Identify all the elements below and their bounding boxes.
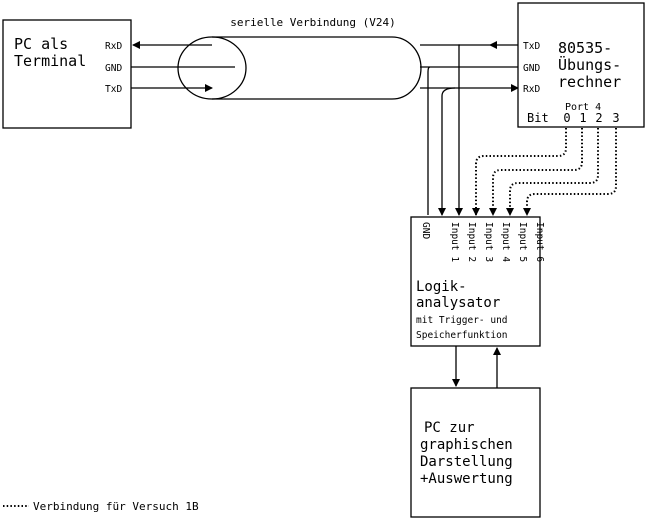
analyzer-label-2: analysator (416, 295, 500, 311)
pc-gnd-pin: GND (105, 63, 122, 74)
board-label-3: rechner (558, 73, 621, 91)
board-box (517, 2, 645, 128)
pc-graph-label-4: +Auswertung (420, 471, 513, 487)
analyzer-gnd-input: GND (420, 222, 431, 239)
board-label-2: Übungs- (558, 55, 621, 74)
bit3-probe-wire (523, 128, 617, 216)
pc-graph-box (410, 387, 541, 518)
board-rxd-pin: RxD (523, 84, 540, 95)
cable-title: serielle Verbindung (V24) (230, 16, 396, 29)
board-gnd-pin: GND (523, 63, 540, 74)
analyzer-input-3: Input 3 (483, 222, 494, 262)
pc-graph-label-3: Darstellung (420, 454, 513, 470)
board-bit-0: 0 (563, 111, 570, 125)
bit1-probe-wire (489, 128, 583, 216)
analyzer-label-3: mit Trigger- und (416, 315, 508, 326)
rxd-probe-wire (438, 87, 456, 216)
analyzer-label-4: Speicherfunktion (416, 330, 508, 341)
pc-graph-label-2: graphischen (420, 437, 513, 453)
board-bit-label: Bit (527, 111, 549, 125)
board-bit-1: 1 (579, 111, 586, 125)
board-txd-pin: TxD (523, 41, 540, 52)
cable-end-left (177, 36, 247, 100)
analyzer-input-1: Input 1 (449, 222, 460, 262)
pc-graph-label-1: PC zur (424, 420, 475, 436)
txd-probe-wire (455, 44, 463, 216)
analyzer-input-4: Input 4 (500, 222, 511, 262)
analyzer-box (410, 216, 541, 347)
analyzer-label-1: Logik- (416, 279, 467, 295)
cable-tube (212, 36, 422, 100)
bit2-probe-wire (506, 128, 599, 216)
board-bit-2: 2 (595, 111, 602, 125)
pc-txd-pin: TxD (105, 84, 122, 95)
pc-terminal-box (2, 19, 132, 129)
bit0-probe-wire (472, 128, 567, 216)
board-bit-3: 3 (612, 111, 619, 125)
legend-text: Verbindung für Versuch 1B (33, 500, 199, 513)
analyzer-input-2: Input 2 (466, 222, 477, 262)
board-port-label: Port 4 (565, 102, 601, 113)
pc-terminal-label-2: Terminal (14, 52, 86, 70)
pc-rxd-pin: RxD (105, 41, 122, 52)
gnd-probe-wire (427, 66, 431, 215)
pc-terminal-label-1: PC als (14, 35, 68, 53)
board-label-1: 80535- (558, 39, 612, 57)
analyzer-input-6: Input 6 (534, 222, 545, 262)
analyzer-input-5: Input 5 (517, 222, 528, 262)
